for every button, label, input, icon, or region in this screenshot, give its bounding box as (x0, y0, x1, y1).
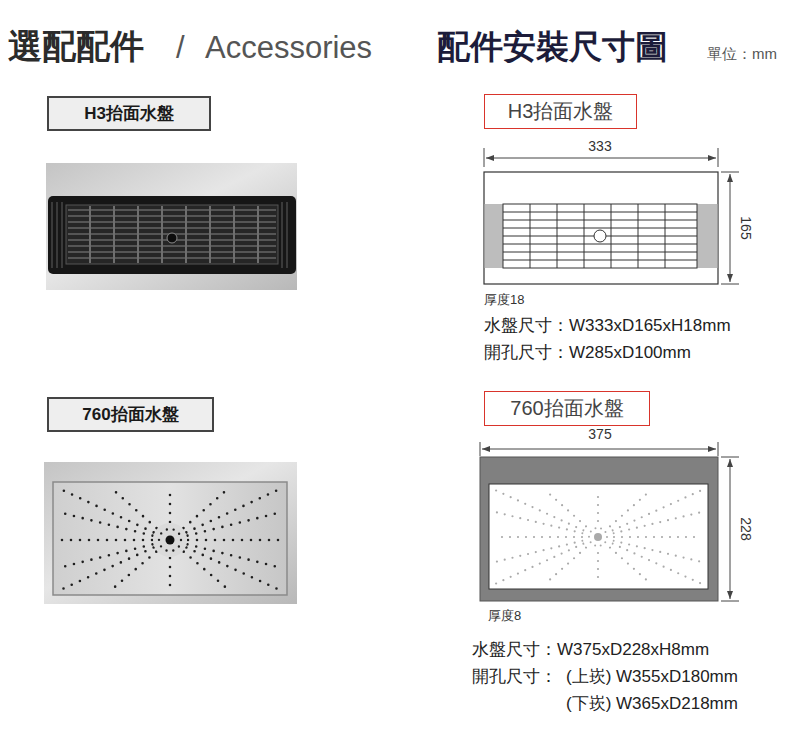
accessory-name-tag: 760抬面水盤 (47, 397, 214, 432)
tray-size-spec: 水盤尺寸：W333xD165xH18mm (484, 316, 731, 336)
cutout-size-spec: (上崁) W355xD180mm (566, 667, 738, 687)
dimension-width: 333 (588, 138, 611, 155)
page-title: 選配配件 (8, 26, 144, 67)
cutout-size-spec: 開孔尺寸：W285xD100mm (484, 343, 691, 363)
dimension-depth: 165 (738, 216, 755, 239)
h3-tray-drawing (484, 148, 739, 284)
tray-size-spec: 水盤尺寸：W375xD228xH8mm (472, 640, 709, 660)
drawing-title-box: 760抬面水盤 (484, 391, 650, 426)
unit-note: 單位：mm (707, 45, 777, 63)
thickness-note: 厚度18 (484, 292, 524, 308)
section-heading: 配件安裝尺寸圖 (437, 27, 668, 67)
dimension-depth: 228 (738, 517, 755, 540)
drawing-title-box: H3抬面水盤 (484, 94, 637, 129)
box-label: H3抬面水盤 (508, 99, 614, 124)
760-tray-drawing (480, 442, 739, 601)
h3-tray-photo (46, 163, 297, 290)
title-separator: / (176, 29, 185, 66)
dimension-width: 375 (588, 426, 611, 443)
cutout-size-spec: (下崁) W365xD218mm (566, 694, 738, 714)
box-label: H3抬面水盤 (84, 103, 174, 124)
box-label: 760抬面水盤 (510, 396, 623, 421)
title-english: Accessories (205, 29, 372, 66)
accessory-name-tag: H3抬面水盤 (47, 96, 211, 131)
cutout-size-label: 開孔尺寸： (472, 667, 557, 687)
thickness-note: 厚度8 (488, 608, 521, 624)
box-label: 760抬面水盤 (82, 404, 178, 425)
760-tray-photo (44, 462, 297, 604)
